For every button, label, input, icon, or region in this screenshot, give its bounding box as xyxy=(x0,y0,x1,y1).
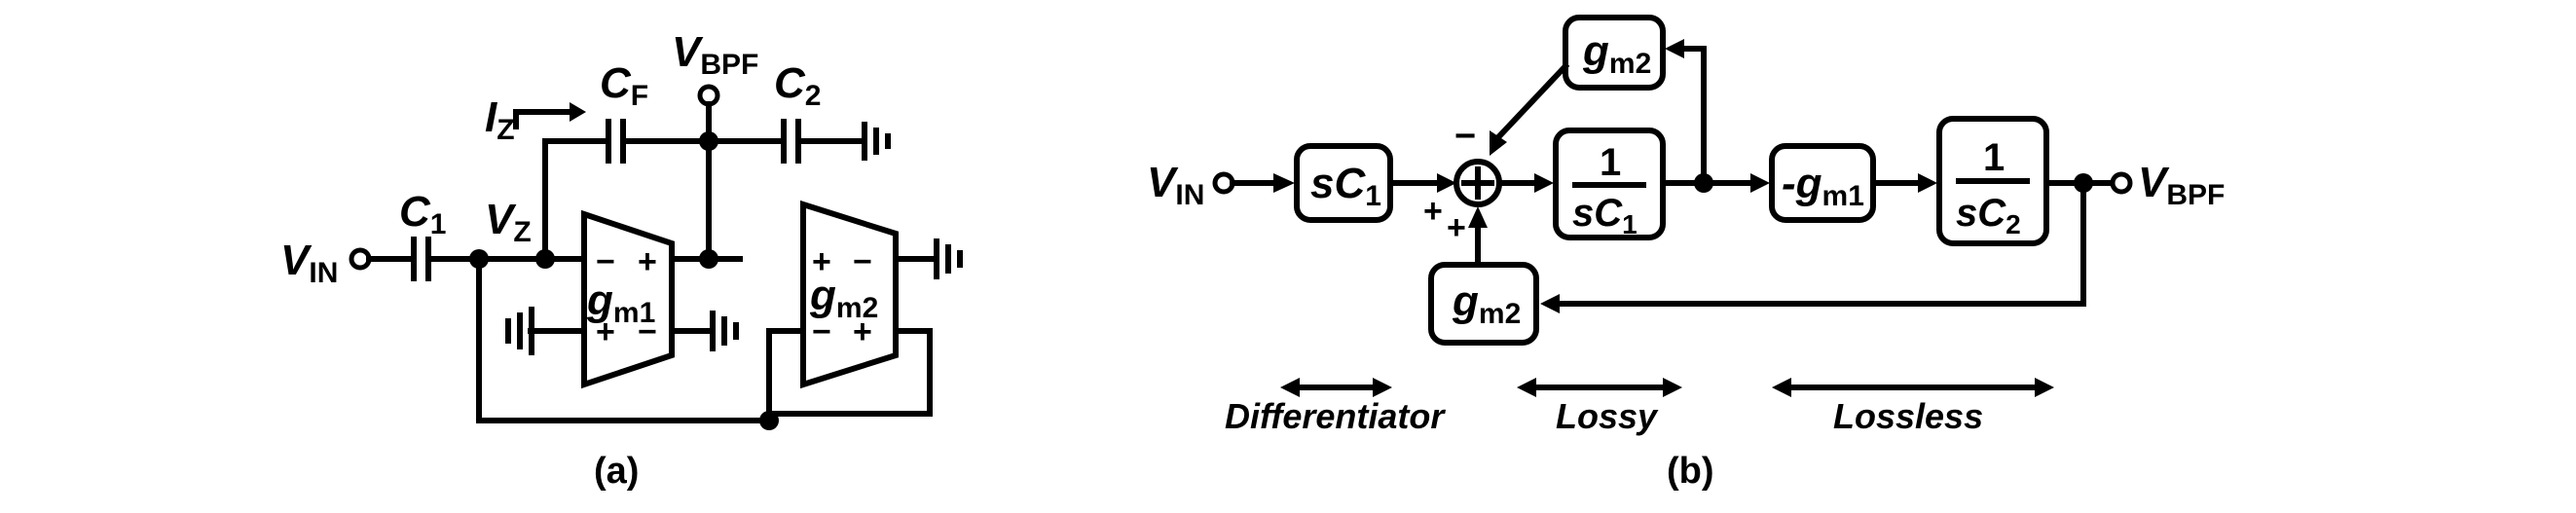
arrowhead-summer-lossy xyxy=(1534,173,1554,193)
span-lossy-right xyxy=(1663,378,1682,397)
gm2-sign-minus-bottom: − xyxy=(812,313,831,350)
gm1-sign-minus-bottom: − xyxy=(638,313,657,350)
wire-bottom-feedback xyxy=(1555,180,2086,307)
gm2-sign-plus-top: + xyxy=(812,243,831,280)
block-gm2-bottom xyxy=(1428,262,1539,346)
c1-label: C1 xyxy=(399,188,446,240)
arrowhead-bottom-feedback xyxy=(1540,294,1560,313)
summer-sign-plus-1: + xyxy=(1423,193,1443,230)
label-lossy: Lossy xyxy=(1556,396,1659,436)
iz-arrow xyxy=(513,109,572,129)
arrowhead-top-feedback xyxy=(1665,39,1684,58)
label-lossless: Lossless xyxy=(1833,396,1983,436)
node-vbpf-top-dot xyxy=(699,131,718,151)
ground-c2 xyxy=(862,122,891,161)
wire-bottom-return xyxy=(476,256,772,423)
gm2-ota xyxy=(800,200,899,389)
wire-top-feedback xyxy=(1679,46,1707,186)
span-lossless-left xyxy=(1772,378,1791,397)
vin-label-b: VIN xyxy=(1147,159,1204,211)
gm1-ota xyxy=(581,209,675,389)
summer-sign-plus-2: + xyxy=(1447,209,1466,246)
span-differentiator-left xyxy=(1280,378,1300,397)
block-sc1-label: sC1 xyxy=(1310,160,1381,212)
node-bottom-dot xyxy=(759,411,779,430)
block-gm2-top-label: gm2 xyxy=(1582,27,1651,80)
summer-sign-minus: − xyxy=(1454,116,1476,157)
wire-vz-up xyxy=(542,138,611,262)
vbpf-label-a: VBPF xyxy=(672,28,758,81)
summer-plus-symbol xyxy=(1461,166,1494,200)
wire-gm2-top-summer xyxy=(1494,61,1570,141)
block-lossless-numerator: 1 xyxy=(1983,136,2005,179)
gm2-sign-minus-top: − xyxy=(853,243,872,280)
block-gm2-bottom-label: gm2 xyxy=(1452,277,1521,330)
gm1-sign-plus-bottom: + xyxy=(596,313,615,350)
block-lossy-denominator: sC1 xyxy=(1572,192,1638,239)
gm1-sign-minus-top: − xyxy=(596,243,615,280)
wire-gm2-bottom-right xyxy=(766,328,933,417)
arrowhead-lossy-neg-gm1 xyxy=(1750,173,1770,193)
block-lossy-numerator: 1 xyxy=(1600,141,1621,184)
arrowhead-gm2-bottom-summer xyxy=(1468,206,1488,228)
arrowhead-vin-sc1 xyxy=(1273,173,1295,193)
vbpf-terminal-b xyxy=(2110,171,2133,195)
ground-gm1-right xyxy=(710,311,739,351)
gm2-sign-plus-bottom: + xyxy=(853,313,872,350)
arrowhead-sc1-summer xyxy=(1437,173,1456,193)
block-diagram-panel: VIN sC1 − + + 1 sC1 gm2 -gm xyxy=(1147,15,2225,492)
span-lossy-left xyxy=(1517,378,1536,397)
caption-b: (b) xyxy=(1667,451,1714,492)
block-gm2-top xyxy=(1563,15,1666,91)
ground-gm1-left xyxy=(505,307,534,355)
vz-label: VZ xyxy=(485,196,532,248)
span-differentiator-right xyxy=(1373,378,1392,397)
gm1-sign-plus-top: + xyxy=(638,243,657,280)
circuit-panel: VIN C1 VZ IZ CF VBPF C2 − xyxy=(280,28,963,492)
block-neg-gm1-label: -gm1 xyxy=(1782,160,1864,212)
gm2-label: gm2 xyxy=(809,272,878,324)
block-lossless-denominator: sC2 xyxy=(1956,192,2021,239)
vbpf-label-b: VBPF xyxy=(2138,159,2225,211)
iz-arrowhead xyxy=(570,102,586,122)
span-lossless-right xyxy=(2035,378,2054,397)
vin-label: VIN xyxy=(280,237,338,289)
gm1-label: gm1 xyxy=(586,276,655,329)
iz-label: IZ xyxy=(485,93,515,146)
cf-label: CF xyxy=(600,59,648,112)
node-vbpf-mid-dot xyxy=(699,249,718,269)
arrowhead-neg-gm1-lossless xyxy=(1918,173,1937,193)
c2-label: C2 xyxy=(774,59,821,112)
label-differentiator: Differentiator xyxy=(1225,396,1446,436)
arrowhead-gm2-top-summer xyxy=(1490,130,1507,156)
caption-a: (a) xyxy=(594,451,639,492)
ground-gm2 xyxy=(934,238,963,279)
